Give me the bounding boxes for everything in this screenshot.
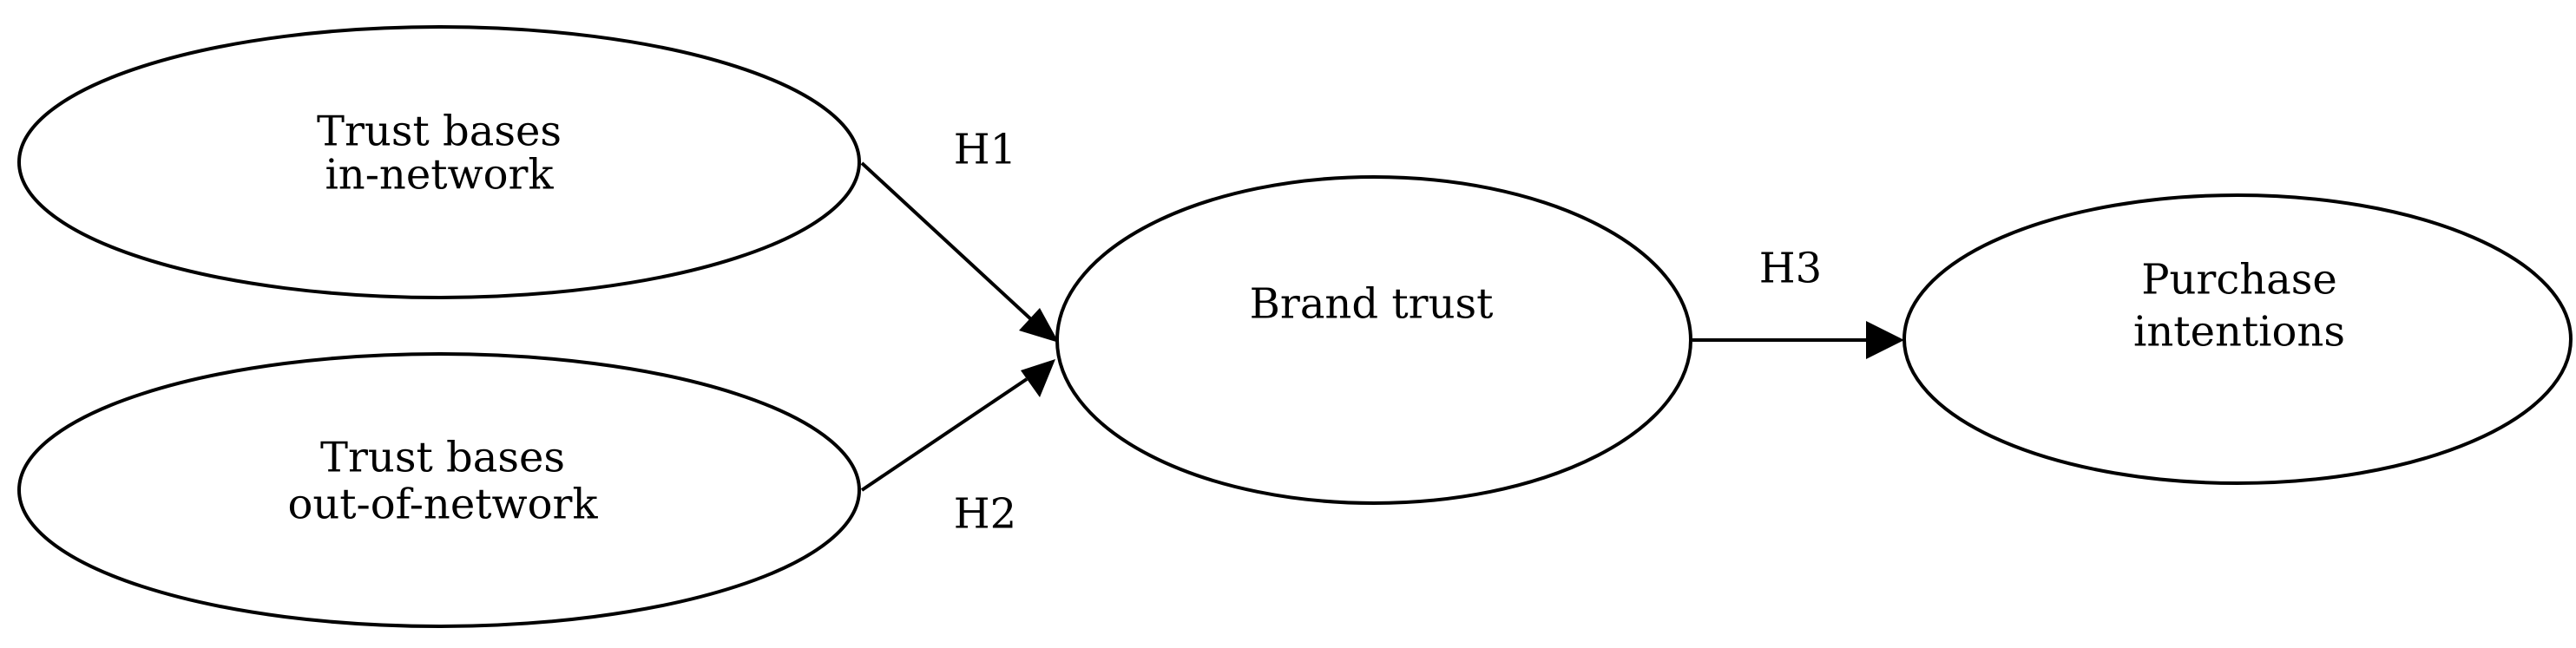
node-brand-trust-ellipse: [1055, 175, 1692, 505]
node-trust-bases-in-network-ellipse: [17, 25, 861, 299]
node-trust-bases-out-of-network-ellipse: [17, 352, 861, 628]
edge-h1-label: H1: [954, 126, 1016, 174]
node-purchase-intentions-line-2: intentions: [2133, 308, 2345, 357]
edge-h2-label: H2: [954, 490, 1016, 539]
node-purchase-intentions-line-1: Purchase: [2141, 256, 2337, 304]
edge-h1: [860, 161, 1059, 343]
edge-h1-line: [860, 161, 1035, 323]
node-trust-bases-in-network: Trust bases in-network: [17, 25, 861, 299]
node-trust-bases-out-of-network-line-2: out-of-network: [287, 481, 598, 529]
edge-h2: [860, 359, 1055, 492]
edge-h2-line: [860, 377, 1028, 492]
node-trust-bases-out-of-network-line-1: Trust bases: [320, 434, 565, 482]
edge-h3-arrowhead: [1866, 321, 1904, 359]
node-purchase-intentions: Purchase intentions: [1902, 193, 2573, 485]
node-purchase-intentions-ellipse: [1902, 193, 2573, 485]
edge-h1-arrowhead: [1019, 308, 1059, 343]
edge-h2-arrowhead: [1021, 359, 1055, 397]
node-trust-bases-in-network-line-2: in-network: [325, 151, 554, 200]
edge-h3: [1692, 321, 1904, 359]
node-brand-trust-label: Brand trust: [1250, 280, 1494, 329]
node-trust-bases-in-network-line-1: Trust bases: [317, 108, 562, 156]
edge-h3-label: H3: [1759, 245, 1822, 293]
node-brand-trust: Brand trust: [1055, 175, 1692, 505]
node-trust-bases-out-of-network: Trust bases out-of-network: [17, 352, 861, 628]
